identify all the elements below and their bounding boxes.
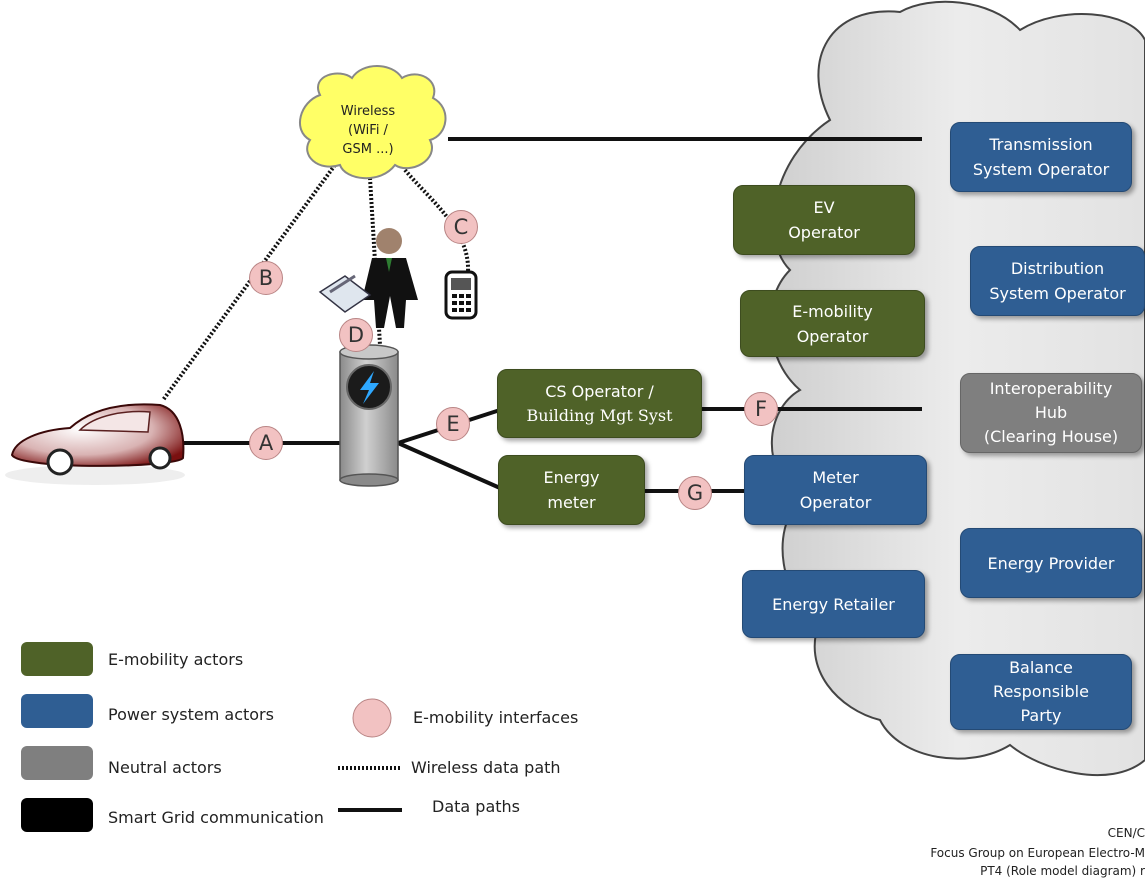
legend-data-paths: Data paths	[432, 797, 520, 816]
legend-emobility-actors: E-mobility actors	[108, 650, 244, 669]
legend-smart-grid: Smart Grid communication	[108, 808, 324, 827]
credit-line-2: Focus Group on European Electro-M	[930, 846, 1145, 860]
legend-neutral-actors: Neutral actors	[108, 758, 222, 777]
charging-station-icon	[339, 344, 399, 487]
legend-wireless-path: Wireless data path	[411, 758, 561, 777]
credit-line-3: PT4 (Role model diagram) r	[980, 864, 1145, 878]
wireless-data-paths	[161, 163, 471, 402]
energy-provider-box: Energy Provider	[960, 528, 1142, 598]
interface-g: G	[678, 476, 712, 510]
interface-e: E	[436, 407, 470, 441]
distribution-system-operator-box: Distribution System Operator	[970, 246, 1145, 316]
meter-operator-box: Meter Operator	[744, 455, 927, 525]
interface-f: F	[744, 392, 778, 426]
cs-operator-line2: Building Mgt Syst	[526, 405, 673, 425]
wireless-cloud-label: Wireless (WiFi / GSM ...)	[340, 104, 396, 157]
interface-a: A	[249, 426, 283, 460]
interface-c: C	[444, 210, 478, 244]
legend-swatch-power	[21, 694, 93, 728]
transmission-system-operator-box: Transmission System Operator	[950, 122, 1132, 192]
legend-interfaces: E-mobility interfaces	[413, 708, 579, 727]
legend-swatch-smart-grid	[21, 798, 93, 832]
interoperability-hub-box: Interoperability Hub (Clearing House)	[960, 373, 1142, 453]
car-icon	[5, 403, 185, 485]
mobile-phone-icon	[444, 270, 478, 320]
person-icon	[362, 228, 418, 328]
interface-d: D	[339, 318, 373, 352]
legend-swatch-neutral	[21, 746, 93, 780]
energy-retailer-box: Energy Retailer	[742, 570, 925, 638]
legend-power-actors: Power system actors	[108, 705, 274, 724]
emobility-operator-box: E-mobility Operator	[740, 290, 925, 357]
legend-line-samples	[338, 698, 402, 812]
lightning-icon	[360, 371, 379, 404]
cs-operator-line1: CS Operator /	[545, 381, 654, 401]
cs-operator-box: CS Operator / Building Mgt Syst	[497, 369, 702, 438]
ev-operator-box: EV Operator	[733, 185, 915, 255]
wireless-cloud-icon	[299, 65, 447, 180]
legend-swatch-emobility	[21, 642, 93, 676]
credit-line-1: CEN/C	[1107, 826, 1145, 840]
card-icon	[318, 274, 372, 313]
balance-responsible-party-box: Balance Responsible Party	[950, 654, 1132, 730]
interface-b: B	[249, 261, 283, 295]
energy-meter-box: Energy meter	[498, 455, 645, 525]
